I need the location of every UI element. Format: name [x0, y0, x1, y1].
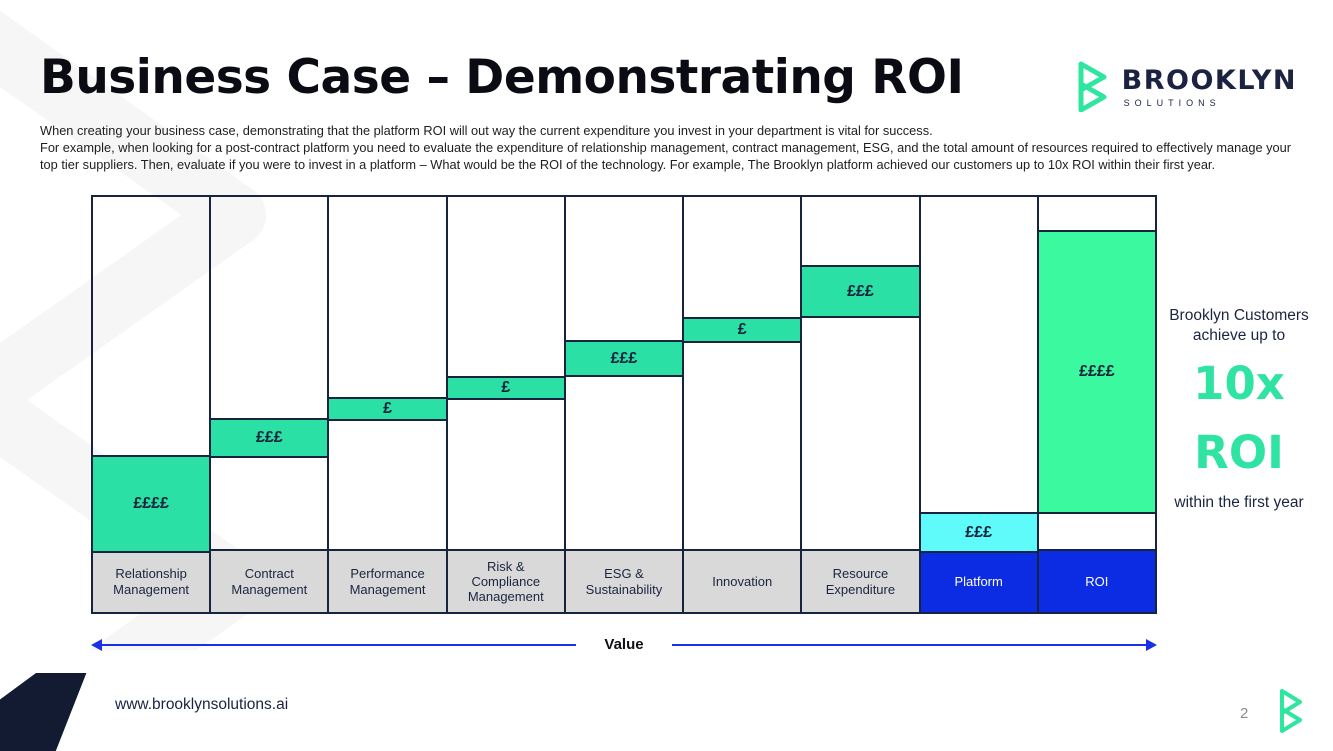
page-title: Business Case – Demonstrating ROI [40, 50, 964, 105]
amount-label: £££ [965, 523, 992, 541]
column-label: Contract Management [211, 549, 328, 612]
chart-column-8: £££ Platform [918, 195, 1039, 614]
cost-box: £ [327, 397, 448, 421]
brooklyn-logo-icon [1078, 61, 1107, 112]
annotation-10x: 10x [1193, 356, 1285, 410]
column-label: ESG & Sustainability [565, 549, 683, 612]
column-label: Performance Management [329, 549, 446, 612]
amount-label: £ [501, 379, 511, 396]
footer-url-link[interactable]: www.brooklynsolutions.ai [115, 696, 289, 713]
column-label: Relationship Management [93, 549, 210, 612]
annotation-intro: Brooklyn Customers achieve up to [1169, 307, 1309, 345]
logo-brand-label: BROOKLYN [1121, 64, 1297, 96]
chart-column-2: £££ Contract Management [209, 195, 330, 614]
column-bar-area: ££££ [1036, 197, 1157, 549]
logo-sub-label: SOLUTIONS [1123, 97, 1221, 108]
column-label: Platform [920, 549, 1037, 612]
corner-decoration [0, 673, 87, 751]
cost-box: £££ [563, 340, 685, 377]
annotation-roi: ROI [1194, 425, 1284, 479]
amount-label: £££ [610, 349, 638, 367]
column-bar-area: £££ [209, 197, 330, 549]
brand-watermark-icon [0, 10, 266, 650]
amount-label: ££££ [1079, 363, 1115, 380]
page-number: 2 [1240, 705, 1249, 722]
chart-column-6: £ Innovation [682, 195, 803, 614]
amount-label: £££ [847, 282, 874, 300]
roi-waterfall-chart: ££££Relationship Management£££Contract M… [91, 195, 1157, 614]
footer-brand-icon [1280, 689, 1302, 733]
cost-box: £££ [800, 265, 921, 318]
column-bar-area: £ [327, 197, 448, 549]
cost-box: ££££ [1036, 230, 1157, 514]
chart-column-7: £££ Resource Expenditure [800, 195, 921, 614]
column-label: Innovation [684, 549, 801, 612]
chart-column-9: ££££ ROI [1036, 195, 1157, 614]
intro-text: When creating your business case, demons… [40, 122, 1310, 173]
column-label: Risk & Compliance Management [447, 549, 564, 612]
value-axis-label: Value [604, 636, 644, 653]
chart-column-4: £ Risk & Compliance Management [445, 195, 566, 614]
cost-box: £ [682, 317, 803, 343]
cost-box: £££ [209, 418, 330, 458]
column-bar-area: £ [445, 197, 566, 549]
chart-column-5: £££ ESG & Sustainability [563, 195, 685, 614]
cost-box: £££ [918, 512, 1039, 553]
column-bar-area: £ [682, 197, 803, 549]
amount-label: £ [383, 400, 392, 417]
column-bar-area: £££ [918, 197, 1039, 553]
intro-paragraph-1: When creating your business case, demons… [40, 123, 933, 138]
column-bar-area: £££ [563, 197, 685, 549]
chart-column-3: £ Performance Management [327, 195, 448, 614]
annotation-outro: within the first year [1174, 493, 1304, 511]
amount-label: £ [737, 321, 747, 338]
value-arrow-right-icon [671, 638, 1158, 651]
brooklyn-logo: BROOKLYN SOLUTIONS [1076, 60, 1297, 112]
column-label: Resource Expenditure [802, 549, 919, 612]
value-axis: Value [90, 636, 1158, 653]
amount-label: £££ [255, 429, 283, 446]
chart-columns: ££££Relationship Management£££Contract M… [91, 195, 1157, 614]
cost-box: £ [445, 376, 566, 400]
chart-column-1: ££££ Relationship Management [91, 195, 212, 614]
cost-box: ££££ [91, 455, 212, 553]
brooklyn-logo-text: BROOKLYN SOLUTIONS [1122, 65, 1297, 108]
roi-annotation: Brooklyn Customers achieve up to 10x ROI… [1166, 306, 1312, 513]
column-bar-area: ££££ [91, 197, 212, 553]
value-arrow-left-icon [90, 638, 577, 651]
column-bar-area: £££ [800, 197, 921, 549]
amount-label: ££££ [133, 495, 169, 512]
intro-paragraph-2: For example, when looking for a post-con… [40, 140, 1292, 173]
column-label: ROI [1038, 549, 1155, 612]
